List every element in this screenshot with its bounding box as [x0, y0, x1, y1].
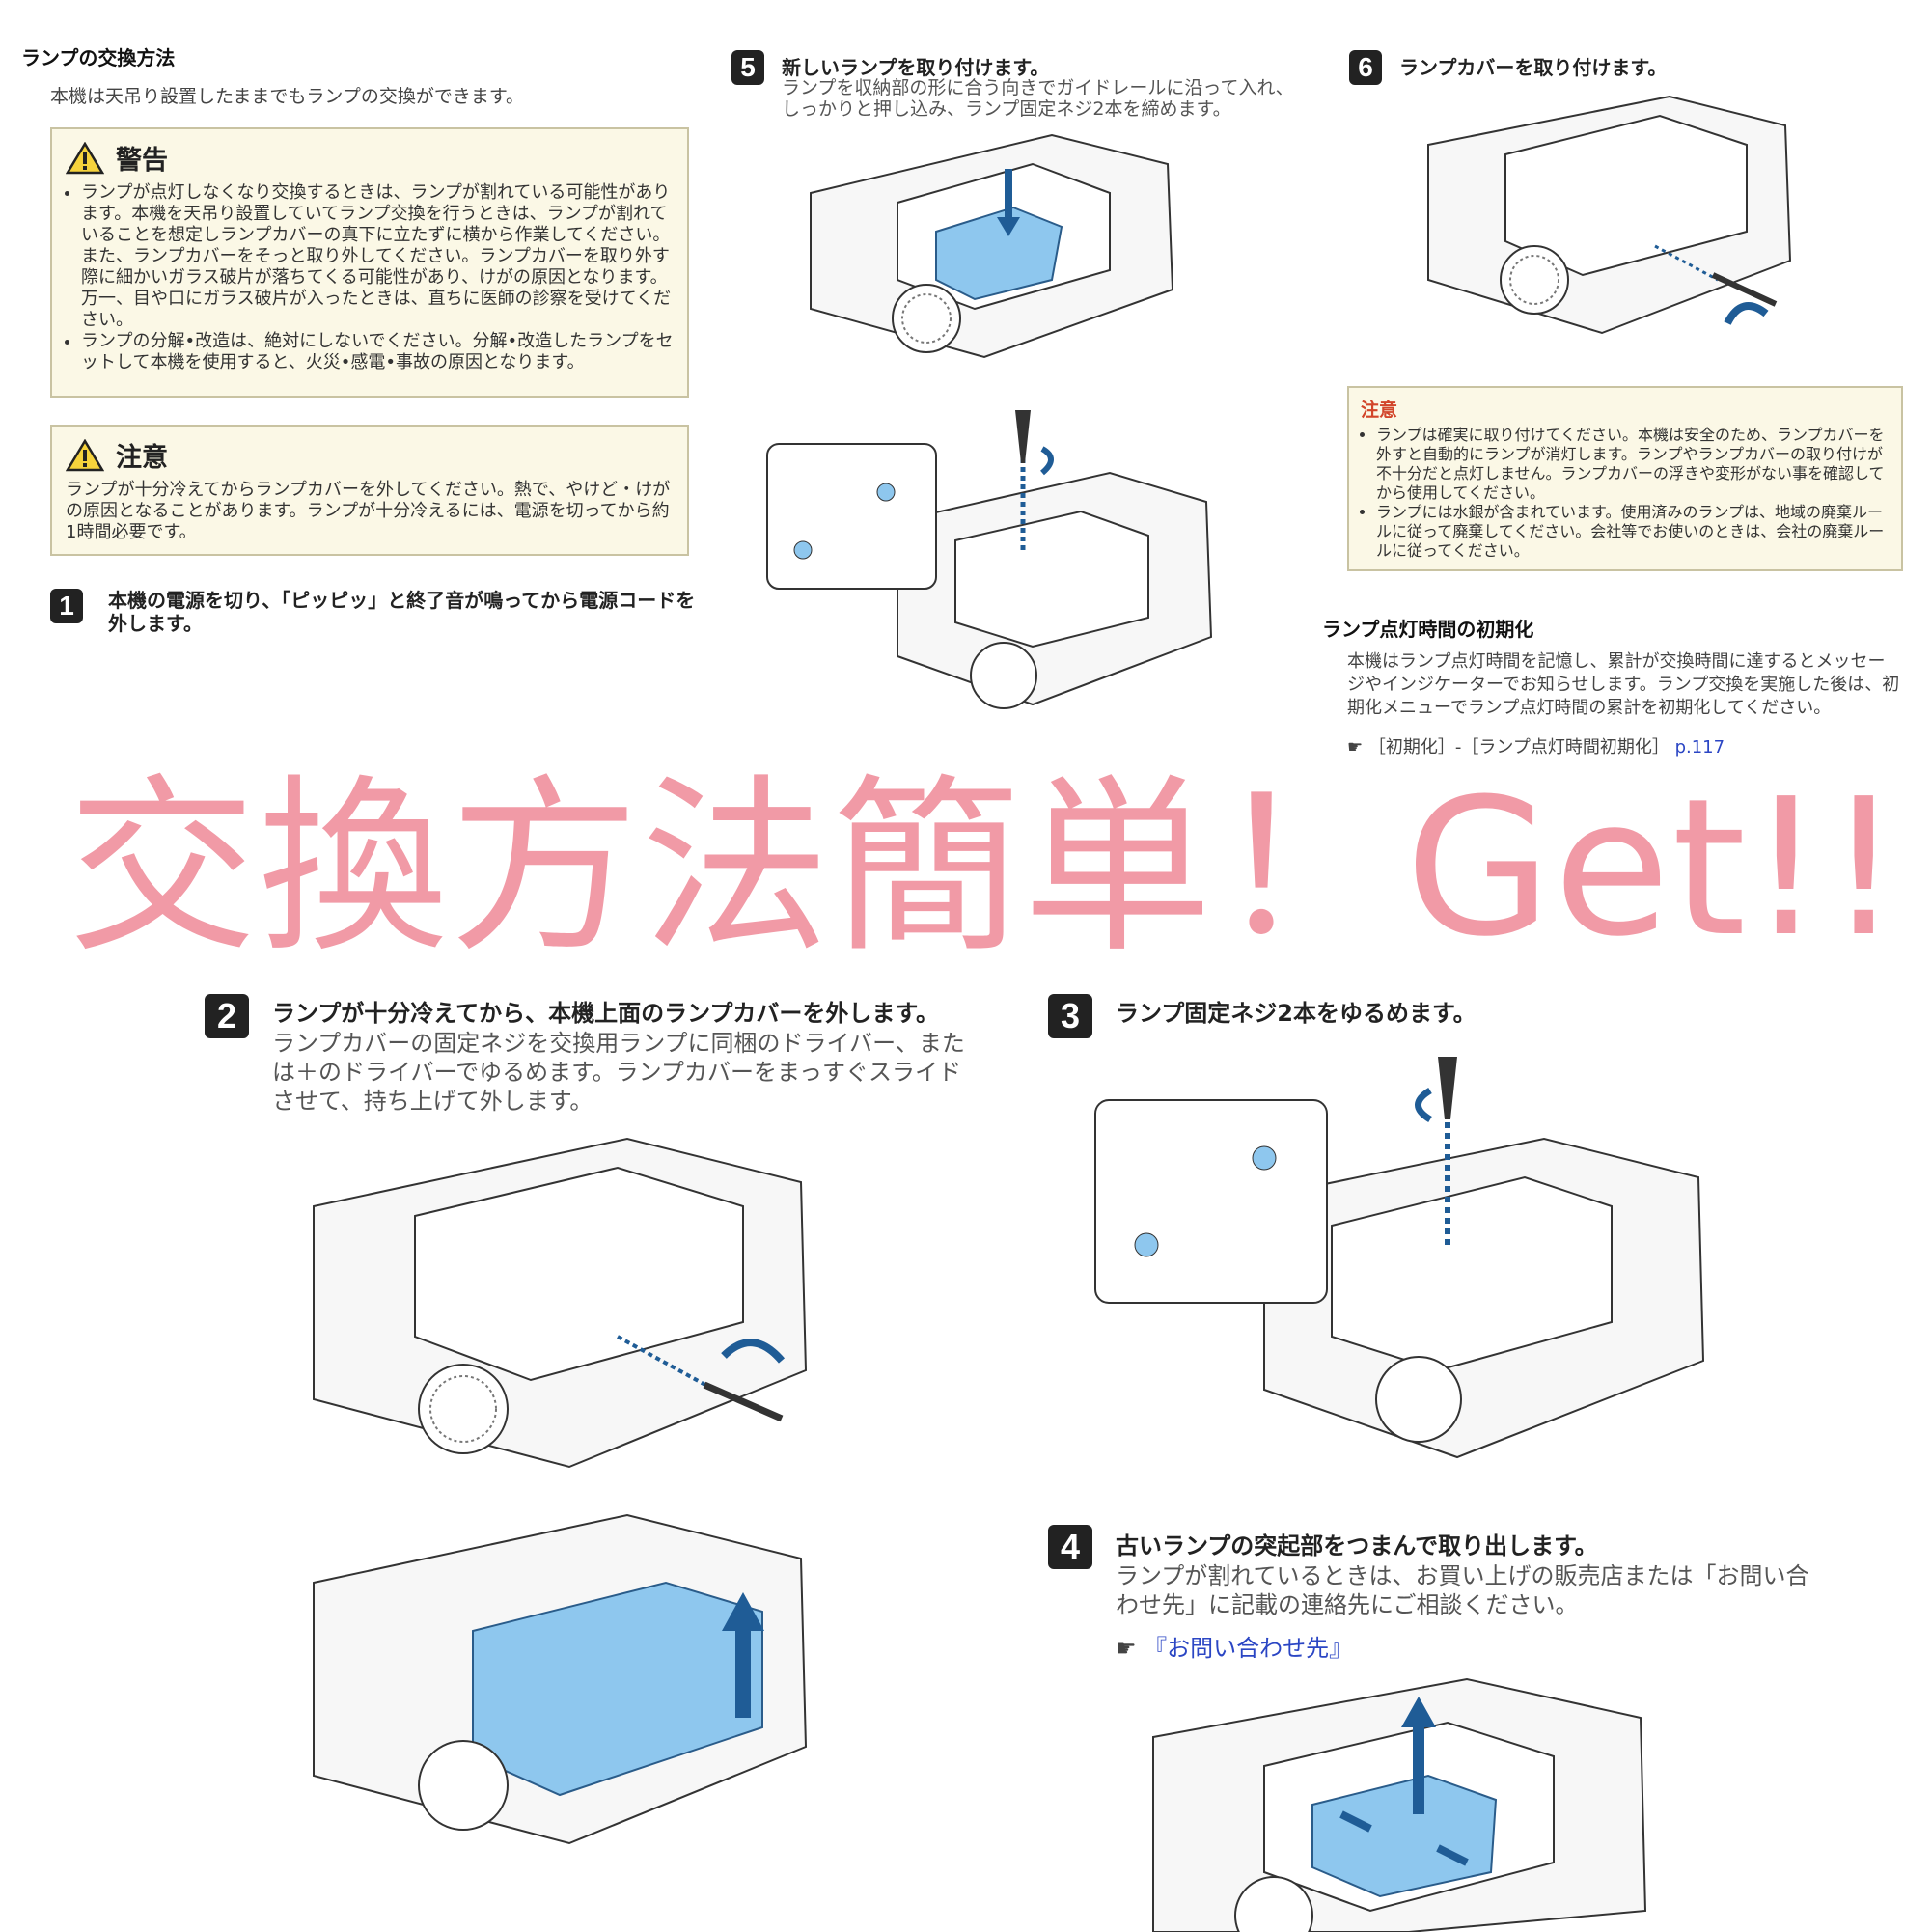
- caution-2-title: 注意: [1361, 400, 1398, 421]
- projector-cover-attach-illustration: [1427, 95, 1792, 335]
- step-4-reference: ☛ 『お問い合わせ先』: [1116, 1629, 1352, 1663]
- projector-cover-lift-illustration: [313, 1513, 808, 1845]
- section-title: ランプの交換方法: [21, 46, 176, 69]
- projector-lamp-remove-illustration: [1152, 1677, 1647, 1932]
- step-6-title: ランプカバーを取り付けます。: [1399, 56, 1668, 79]
- projector-screw-tighten-illustration: [766, 410, 1213, 709]
- warning-triangle-icon: [66, 141, 104, 174]
- warning-title: 警告: [116, 146, 168, 176]
- step-5-title: 新しいランプを取り付けます。: [782, 56, 1050, 79]
- step-2-number: 2: [205, 994, 249, 1038]
- reset-reference: ☛ ［初期化］-［ランプ点灯時間初期化］ p.117: [1347, 733, 1725, 759]
- reset-title: ランプ点灯時間の初期化: [1322, 618, 1534, 641]
- step-4-number: 4: [1048, 1525, 1092, 1569]
- step-4-title: 古いランプの突起部をつまんで取り出します。: [1116, 1532, 1598, 1559]
- contact-link[interactable]: 『お問い合わせ先』: [1144, 1635, 1353, 1662]
- warning-triangle-icon: [66, 438, 104, 471]
- step-2-title: ランプが十分冷えてから、本機上面のランプカバーを外します。: [272, 1000, 939, 1027]
- step-4-desc: ランプが割れているときは、お買い上げの販売店または「お問い合わせ先」に記載の連絡…: [1116, 1562, 1809, 1618]
- projector-cover-remove-illustration: [313, 1137, 808, 1469]
- step-5-desc: ランプを収納部の形に合う向きでガイドレールに沿って入れ、しっかりと押し込み、ラン…: [782, 77, 1294, 120]
- step-1-title: 本機の電源を切り、「ピッピッ」と終了音が鳴ってから電源コードを外します。: [108, 589, 696, 635]
- promo-headline: 交換方法簡単！Get!!: [68, 759, 1904, 979]
- step-2-desc: ランプカバーの固定ネジを交換用ランプに同梱のドライバー、または＋のドライバーでゆ…: [272, 1030, 965, 1115]
- warning-box: 警告 ランプが点灯しなくなり交換するときは、ランプが割れている可能性があります。…: [50, 127, 689, 398]
- section-intro: 本機は天吊り設置したままでもランプの交換ができます。: [50, 86, 524, 107]
- caution-2-item: ランプには水銀が含まれています。使用済みのランプは、地域の廃棄ルールに従って廃棄…: [1376, 503, 1890, 561]
- caution-box: 注意 ランプが十分冷えてからランプカバーを外してください。熱で、やけど・けがの原…: [50, 425, 689, 556]
- projector-screw-loosen-illustration: [1094, 1057, 1705, 1459]
- step-6-number: 6: [1349, 50, 1382, 85]
- caution-box-2: 注意 ランプは確実に取り付けてください。本機は安全のため、ランプカバーを外すと自…: [1347, 386, 1903, 571]
- pointing-hand-icon: ☛: [1347, 737, 1364, 758]
- reset-text: 本機はランプ点灯時間を記憶し、累計が交換時間に達するとメッセージやインジケーター…: [1347, 651, 1900, 718]
- warning-item: ランプの分解•改造は、絶対にしないでください。分解•改造したランプをセットして本…: [81, 331, 674, 373]
- projector-lamp-insert-illustration: [810, 133, 1174, 359]
- warning-item: ランプが点灯しなくなり交換するときは、ランプが割れている可能性があります。本機を…: [81, 182, 674, 331]
- step-3-number: 3: [1048, 994, 1092, 1038]
- step-3-title: ランプ固定ネジ2本をゆるめます。: [1116, 1000, 1477, 1027]
- reset-ref-page-link[interactable]: p.117: [1674, 737, 1725, 758]
- reset-ref-path: ［初期化］-［ランプ点灯時間初期化］: [1367, 737, 1670, 758]
- step-1-number: 1: [50, 589, 83, 623]
- step-5-number: 5: [731, 50, 764, 85]
- caution-2-item: ランプは確実に取り付けてください。本機は安全のため、ランプカバーを外すと自動的に…: [1376, 426, 1890, 503]
- caution-text: ランプが十分冷えてからランプカバーを外してください。熱で、やけど・けがの原因とな…: [66, 480, 671, 542]
- pointing-hand-icon: ☛: [1116, 1635, 1137, 1662]
- caution-title: 注意: [116, 443, 168, 473]
